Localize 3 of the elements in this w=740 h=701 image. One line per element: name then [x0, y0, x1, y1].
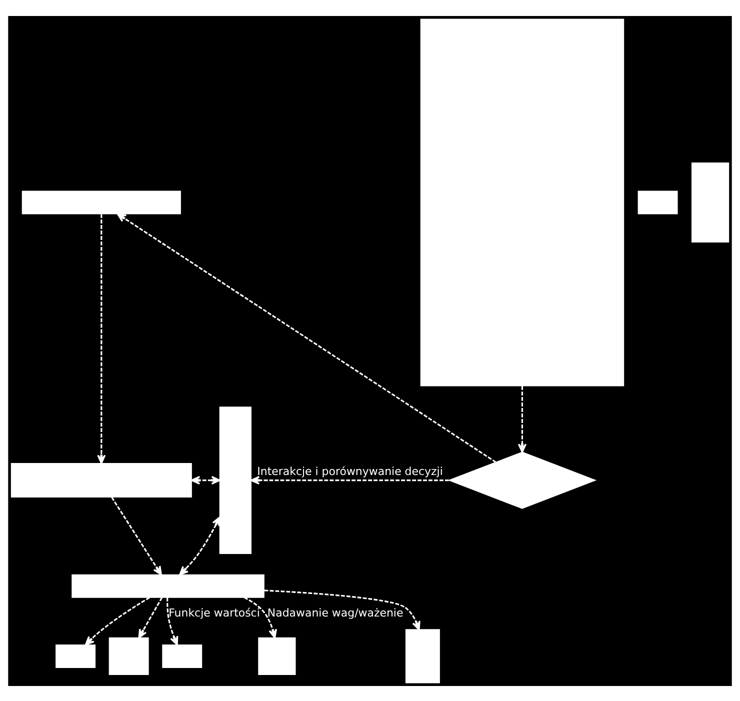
- edge-label: Interakcje i porównywanie decyzji: [257, 464, 443, 478]
- edge-label: Nadawanie wag/ważenie: [267, 606, 404, 619]
- edge-label: Funkcje wartości: [168, 606, 260, 619]
